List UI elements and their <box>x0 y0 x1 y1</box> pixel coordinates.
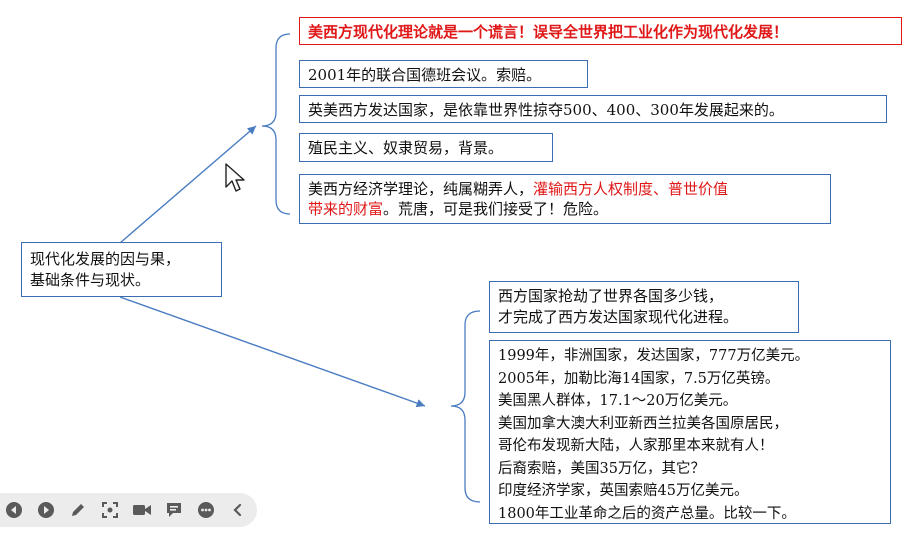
topic-line-2: 2005年，加勒比海14国家，7.5万亿英镑。 <box>498 370 780 387</box>
pen-icon[interactable] <box>68 500 88 520</box>
topic-reparation-figures[interactable]: 1999年，非洲国家，发达国家，777万亿美元。 2005年，加勒比海14国家，… <box>489 340 891 524</box>
collapse-icon[interactable] <box>228 500 248 520</box>
root-topic[interactable]: 现代化发展的因与果， 基础条件与现状。 <box>21 242 222 297</box>
topic-line-2: 才完成了西方发达国家现代化进程。 <box>498 308 739 326</box>
play-icon[interactable] <box>36 500 56 520</box>
connector-to-bottom-branch <box>119 296 426 408</box>
connector-to-top-branch <box>119 125 257 244</box>
topic-line-1: 1999年，非洲国家，发达国家，777万亿美元。 <box>498 348 810 364</box>
topic-plunder-development[interactable]: 英美西方发达国家，是依靠世界性掠夺500、400、300年发展起来的。 <box>299 95 887 123</box>
topic-line-8: 1800年工业革命之后的资产总量。比较一下。 <box>498 505 796 522</box>
brace-top-branch <box>261 33 291 215</box>
topic-durban-conference[interactable]: 2001年的联合国德班会议。索赔。 <box>299 60 588 88</box>
mouse-pointer-icon <box>225 163 245 192</box>
topic-line-2-highlight: 带来的财富 <box>308 200 384 218</box>
topic-line-3: 美国黑人群体，17.1～20万亿美元。 <box>498 393 738 409</box>
topic-text: 殖民主义、奴隶贸易，背景。 <box>308 139 504 157</box>
comment-icon[interactable] <box>164 500 184 520</box>
screenshot-icon[interactable] <box>100 500 120 520</box>
brace-bottom-branch <box>450 310 481 503</box>
topic-line-5: 哥伦布发现新大陆，人家那里本来就有人！ <box>498 438 774 454</box>
topic-line-1-plain: 美西方经济学理论，纯属糊弄人， <box>308 180 534 198</box>
topic-text: 2001年的联合国德班会议。索赔。 <box>308 66 542 84</box>
topic-text: 美西方现代化理论就是一个谎言！误导全世界把工业化作为现代化发展！ <box>308 23 789 41</box>
topic-line-6: 后裔索赔，美国35万亿，其它？ <box>498 460 705 477</box>
prev-icon[interactable] <box>4 500 24 520</box>
camera-icon[interactable] <box>132 500 152 520</box>
topic-line-1-highlight: 灌输西方人权制度、普世价值 <box>533 180 729 198</box>
topic-text: 英美西方发达国家，是依靠世界性掠夺500、400、300年发展起来的。 <box>308 101 784 119</box>
topic-line-1: 美西方经济学理论，纯属糊弄人，灌输西方人权制度、普世价值 <box>308 179 822 199</box>
topic-western-plunder-question[interactable]: 西方国家抢劫了世界各国多少钱， 才完成了西方发达国家现代化进程。 <box>489 281 799 333</box>
topic-line-2-plain: 。荒唐，可是我们接受了！危险。 <box>383 200 609 218</box>
topic-western-theory-lie[interactable]: 美西方现代化理论就是一个谎言！误导全世界把工业化作为现代化发展！ <box>299 17 902 45</box>
topic-line-4: 美国加拿大澳大利亚新西兰拉美各国原居民， <box>498 415 788 432</box>
topic-economics-theory[interactable]: 美西方经济学理论，纯属糊弄人，灌输西方人权制度、普世价值 带来的财富。荒唐，可是… <box>299 174 831 224</box>
presentation-toolbar <box>0 493 257 527</box>
root-topic-line-1: 现代化发展的因与果， <box>30 250 181 268</box>
topic-line-7: 印度经济学家，英国索赔45万亿美元。 <box>498 483 749 499</box>
topic-line-2: 带来的财富。荒唐，可是我们接受了！危险。 <box>308 199 822 219</box>
topic-line-1: 西方国家抢劫了世界各国多少钱， <box>498 287 724 305</box>
root-topic-line-2: 基础条件与现状。 <box>30 271 151 289</box>
topic-colonialism-background[interactable]: 殖民主义、奴隶贸易，背景。 <box>299 133 553 162</box>
more-icon[interactable] <box>196 500 216 520</box>
